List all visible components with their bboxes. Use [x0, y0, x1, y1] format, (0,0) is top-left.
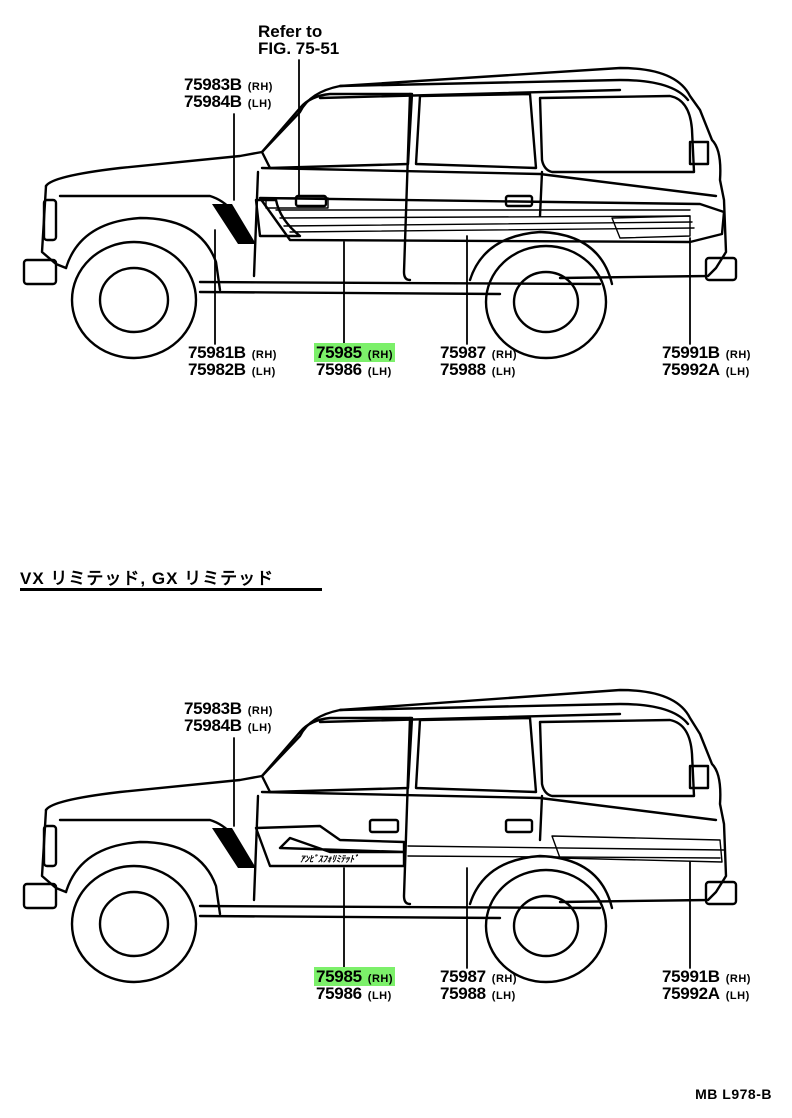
side-rh: (RH) — [491, 349, 517, 361]
part-label-75985[interactable]: 75985 (RH) 75986 (LH) — [314, 343, 395, 379]
part-number: 75984B — [184, 716, 242, 735]
part-number: 75987 — [440, 967, 486, 986]
refer-note: Refer to FIG. 75-51 — [258, 22, 340, 58]
part-number: 75984B — [184, 92, 242, 111]
side-lh: (LH) — [247, 722, 272, 734]
part-label-75983B-lower[interactable]: 75983B (RH) 75984B (LH) — [184, 700, 273, 734]
refer-line-1: Refer to — [258, 22, 323, 41]
side-lh: (LH) — [725, 990, 750, 1002]
part-label-75991B[interactable]: 75991B (RH) 75992A (LH) — [662, 344, 751, 378]
section-title: VX リミテッド, GX リミテッド — [20, 569, 275, 588]
side-rh: (RH) — [247, 81, 273, 93]
part-number: 75991B — [662, 343, 720, 362]
part-label-75991B-lower[interactable]: 75991B (RH) 75992A (LH) — [662, 968, 751, 1002]
side-rh: (RH) — [367, 973, 393, 985]
side-lh: (LH) — [247, 98, 272, 110]
part-number: 75992A — [662, 360, 720, 379]
side-lh: (LH) — [725, 366, 750, 378]
figure-code: MB L978-B — [695, 1086, 772, 1102]
part-label-75987[interactable]: 75987 (RH) 75988 (LH) — [440, 344, 517, 378]
highlight-band: 75985 (RH) — [314, 967, 395, 986]
decal-text: ｱﾝﾋﾞｽﾌｫﾘﾐﾃｯﾄﾞ — [300, 854, 359, 864]
part-number: 75982B — [188, 360, 246, 379]
side-lh: (LH) — [367, 990, 392, 1002]
part-label-75983B[interactable]: 75983B (RH) 75984B (LH) — [184, 76, 273, 110]
part-label-75985-lower[interactable]: 75985 (RH) 75986 (LH) — [314, 967, 395, 1003]
part-number: 75981B — [188, 343, 246, 362]
part-number: 75983B — [184, 699, 242, 718]
side-rh: (RH) — [491, 973, 517, 985]
part-label-75987-lower[interactable]: 75987 (RH) 75988 (LH) — [440, 968, 517, 1002]
section-underline — [20, 588, 322, 591]
side-lh: (LH) — [491, 366, 516, 378]
part-number: 75988 — [440, 984, 486, 1003]
part-label-75981B[interactable]: 75981B (RH) 75982B (LH) — [188, 344, 277, 378]
side-rh: (RH) — [247, 705, 273, 717]
part-number: 75986 — [316, 360, 362, 379]
part-number: 75988 — [440, 360, 486, 379]
refer-line-2: FIG. 75-51 — [258, 39, 340, 58]
side-rh: (RH) — [725, 973, 751, 985]
part-number: 75985 — [316, 967, 362, 986]
highlight-band: 75985 (RH) — [314, 343, 395, 362]
side-lh: (LH) — [491, 990, 516, 1002]
part-number: 75986 — [316, 984, 362, 1003]
part-number: 75983B — [184, 75, 242, 94]
part-number: 75987 — [440, 343, 486, 362]
side-rh: (RH) — [725, 349, 751, 361]
side-lh: (LH) — [251, 366, 276, 378]
side-lh: (LH) — [367, 366, 392, 378]
side-rh: (RH) — [251, 349, 277, 361]
side-rh: (RH) — [367, 349, 393, 361]
part-number: 75985 — [316, 343, 362, 362]
part-number: 75991B — [662, 967, 720, 986]
part-number: 75992A — [662, 984, 720, 1003]
